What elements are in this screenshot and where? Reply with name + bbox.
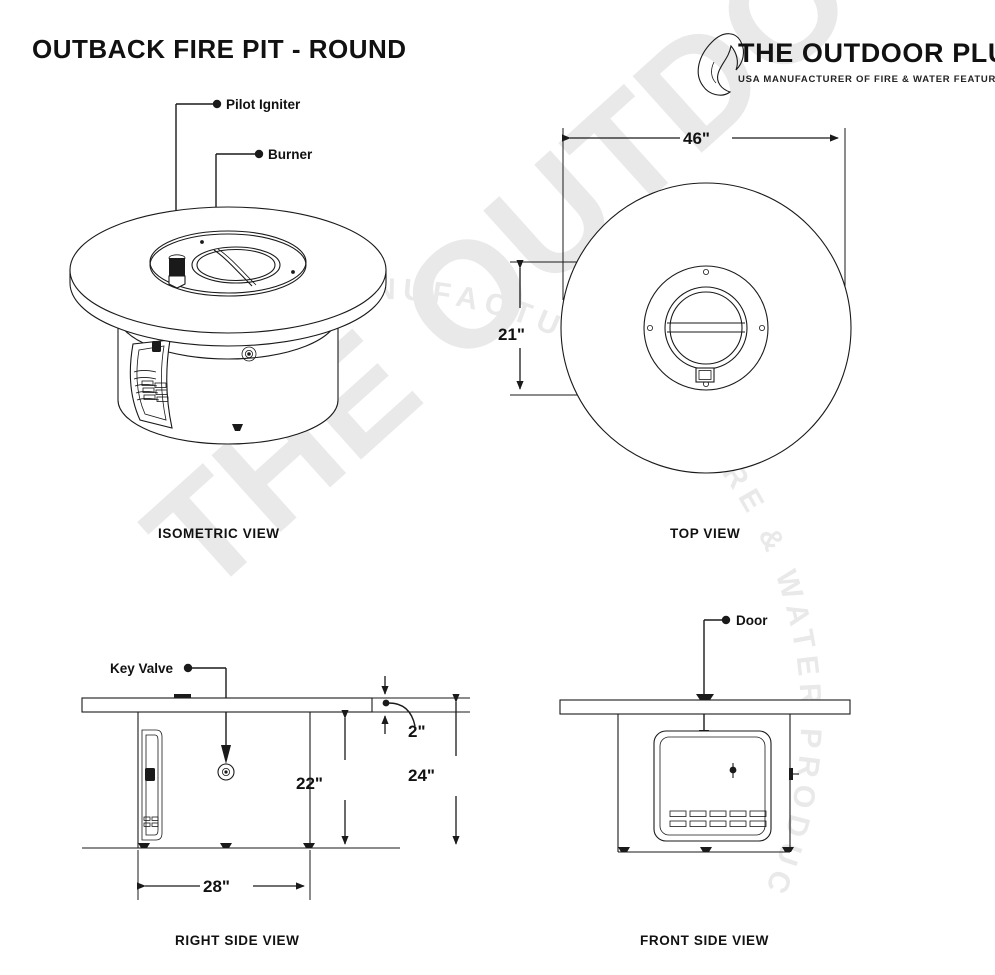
- page-header: OUTBACK FIRE PIT - ROUND: [32, 34, 407, 64]
- iso-door-vents: [133, 370, 160, 401]
- side-door-edge: [141, 729, 163, 841]
- caption-right-side-view: RIGHT SIDE VIEW: [175, 933, 300, 948]
- callout-arrow: [221, 745, 231, 764]
- front-side-view: Door: [559, 613, 851, 948]
- callout-dot: [183, 663, 193, 673]
- iso-screw: [291, 270, 295, 274]
- brand-tagline: USA MANUFACTURER OF FIRE & WATER FEATURE…: [738, 74, 995, 85]
- dimension-28: 28": [136, 850, 311, 900]
- side-vent-blocks: [143, 816, 159, 827]
- dimension-label-2: 2": [408, 722, 426, 741]
- side-base-box: [82, 712, 400, 849]
- front-door: [653, 730, 772, 842]
- side-key-valve: [217, 763, 235, 781]
- iso-foot: [232, 424, 243, 431]
- door-latch-icon: [145, 768, 155, 781]
- dimension-label-24: 24": [408, 766, 435, 785]
- iso-pilot-igniter: [168, 254, 186, 289]
- dimension-label-46: 46": [683, 129, 710, 148]
- side-top-slab: [81, 694, 373, 713]
- callout-dot: [721, 615, 731, 625]
- side-top-fitting: [174, 694, 191, 699]
- isometric-view: Pilot Igniter Burner: [69, 97, 387, 541]
- dimension-46: 46": [561, 128, 846, 300]
- dimension-label-28: 28": [203, 877, 230, 896]
- dimension-24: 24": [408, 693, 460, 845]
- front-feet: [618, 847, 794, 852]
- callout-label-key-valve: Key Valve: [110, 661, 174, 676]
- caption-isometric-view: ISOMETRIC VIEW: [158, 526, 280, 541]
- callout-label-burner: Burner: [268, 147, 313, 162]
- callout-dot: [254, 149, 264, 159]
- dimension-22: 22": [296, 709, 349, 845]
- top-burner-bar: [667, 322, 745, 333]
- iso-screw: [200, 240, 204, 244]
- door-latch-icon: [729, 763, 737, 778]
- top-igniter-square: [695, 367, 715, 383]
- right-side-view: Key Valve: [81, 661, 470, 948]
- callout-label-pilot-igniter: Pilot Igniter: [226, 97, 301, 112]
- side-feet: [138, 843, 315, 848]
- dimension-label-21: 21": [498, 325, 525, 344]
- callout-dot: [212, 99, 222, 109]
- callout-label-door: Door: [736, 613, 768, 628]
- callout-door: Door: [699, 613, 768, 749]
- top-burner-inner-ring: [669, 291, 743, 365]
- caption-top-view: TOP VIEW: [670, 526, 740, 541]
- front-top-fitting: [696, 694, 714, 700]
- page-title: OUTBACK FIRE PIT - ROUND: [32, 34, 407, 64]
- iso-side-screw: [241, 346, 257, 362]
- top-burner-pan: [643, 265, 769, 391]
- dimension-label-22: 22": [296, 774, 323, 793]
- top-view: 46" 21": [498, 128, 852, 541]
- top-burner-outer-ring: [664, 286, 748, 370]
- door-latch-icon: [152, 341, 161, 352]
- front-side-latch: [789, 768, 799, 780]
- iso-vent-blocks: [141, 380, 169, 402]
- front-door-vents: [669, 810, 767, 827]
- iso-top-disc: [69, 206, 387, 347]
- dimension-2: 2": [372, 676, 470, 741]
- iso-door-panel: [129, 339, 173, 429]
- caption-front-side-view: FRONT SIDE VIEW: [640, 933, 769, 948]
- front-top-slab: [559, 694, 851, 715]
- flame-icon: [697, 33, 745, 96]
